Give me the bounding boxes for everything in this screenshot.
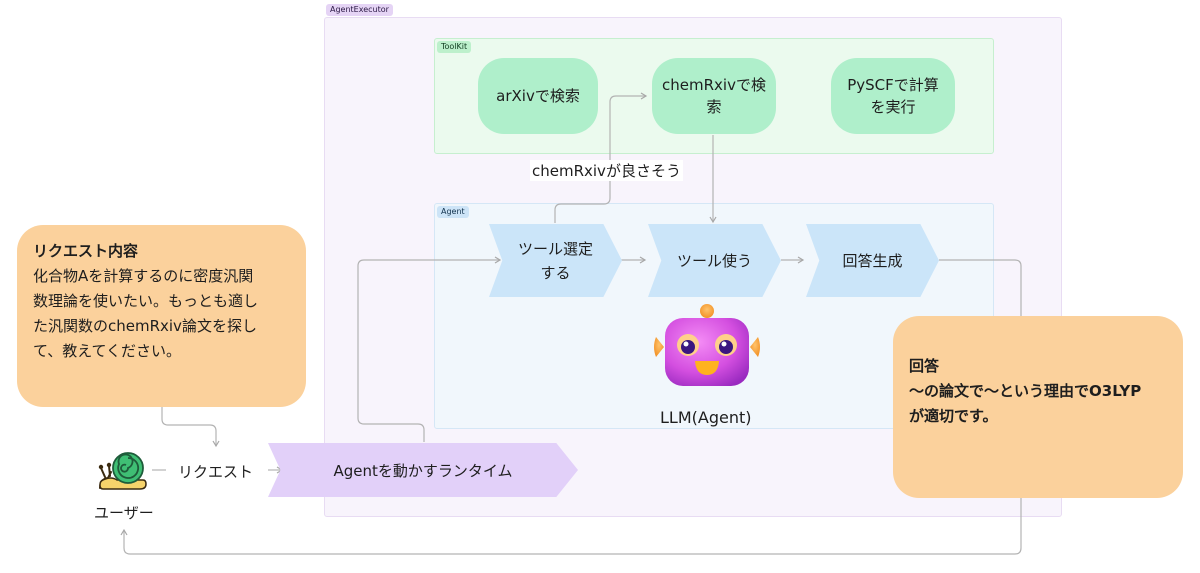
tool-arxiv-search: arXivで検索 [478,58,598,134]
step-generate-answer: 回答生成 [806,224,939,297]
toolkit-tag: ToolKit [437,41,472,53]
edge-label-chemrxiv-good: chemRxivが良さそう [530,160,683,181]
request-note-body: 化合物Aを計算するのに密度汎関 数理論を使いたい。もっとも適し た汎関数のche… [33,267,259,360]
tool-pyscf-run: PySCFで計算 を実行 [831,58,955,134]
request-note-title: リクエスト内容 [33,242,139,260]
edge-runtime-to-select [357,256,502,442]
agent-tag: Agent [437,206,469,218]
step-generate-answer-label: 回答生成 [842,251,903,270]
step-select-tool-label: ツール選定 する [517,239,593,282]
snail-icon [98,452,147,490]
tool-pyscf-label: PySCFで計算 を実行 [847,76,939,116]
answer-note-title: 回答 [909,357,940,375]
answer-note: 回答 〜の論文で〜という理由でO3LYP が適切です。 [893,316,1183,498]
user-label: ユーザー [94,504,154,522]
step-use-tool: ツール使う [648,224,781,297]
runtime-chevron: Agentを動かすランタイム [268,443,578,497]
tool-chemrxiv-search: chemRxivで検 索 [652,58,776,134]
tool-chemrxiv-label: chemRxivで検 索 [662,76,766,116]
runtime-label: Agentを動かすランタイム [333,461,513,480]
step-select-tool: ツール選定 する [489,224,622,297]
tool-arxiv-label: arXivで検索 [496,87,580,105]
request-edge-label: リクエスト [178,463,254,481]
llm-agent-label: LLM(Agent) [660,408,752,427]
request-note: リクエスト内容 化合物Aを計算するのに密度汎関 数理論を使いたい。もっとも適し … [17,225,306,407]
step-use-tool-label: ツール使う [676,251,752,270]
edge-note-to-user [161,407,220,448]
edge-select-to-chemrxiv [554,92,648,223]
edge-generate-to-user [120,259,1022,555]
robot-icon [654,304,760,386]
agent-executor-tag: AgentExecutor [326,4,393,16]
answer-note-body: 〜の論文で〜という理由でO3LYP が適切です。 [909,382,1142,425]
